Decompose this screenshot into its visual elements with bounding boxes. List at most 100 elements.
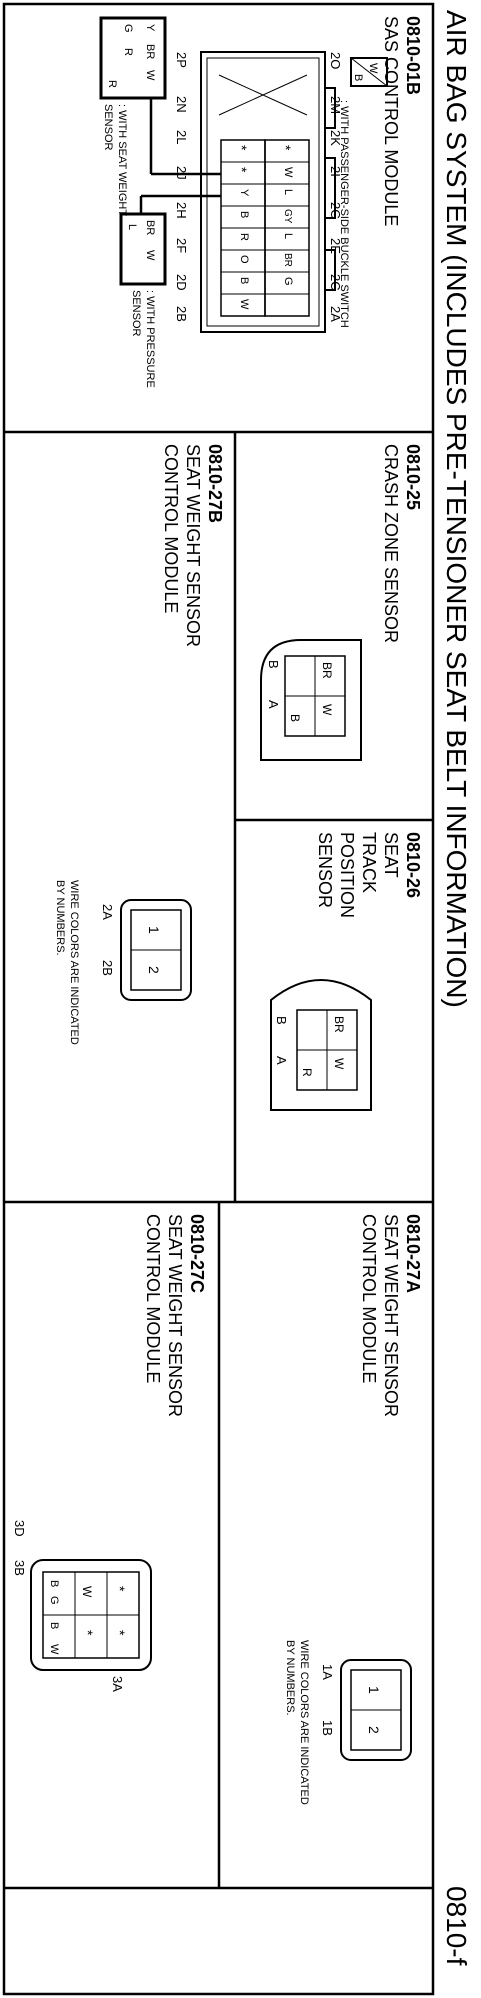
sas-cell-13: B xyxy=(238,277,250,284)
sas-cell-0: * xyxy=(278,145,294,151)
svg-text:B: B xyxy=(266,660,281,669)
svg-text:W: W xyxy=(332,1058,346,1070)
svg-text:1B: 1B xyxy=(320,1720,335,1736)
sas-cell-3: GY xyxy=(282,209,293,224)
crash-code: 0810-25 xyxy=(403,444,423,510)
sas-code: 0810-01B xyxy=(403,16,423,95)
sas-cell-12: O xyxy=(238,255,250,264)
swsc-b-code: 0810-27B xyxy=(205,444,225,523)
sas-cell-grid xyxy=(220,139,310,317)
svg-text:3A: 3A xyxy=(110,1676,125,1692)
swsc-a-code: 0810-27A xyxy=(403,1214,423,1293)
svg-text:*: * xyxy=(112,1586,128,1592)
page-code: 0810-f xyxy=(441,1886,472,1966)
svg-text:1: 1 xyxy=(366,1686,382,1694)
svg-text:G: G xyxy=(122,24,134,33)
svg-text:W: W xyxy=(144,250,156,261)
note-seat-weight-2: SENSOR xyxy=(102,104,114,151)
sas-connector-section: 0810-01B SAS CONTROL MODULE W B : WITH P… xyxy=(99,16,423,388)
svg-text:2M: 2M xyxy=(328,96,343,114)
svg-text:2C: 2C xyxy=(328,274,343,291)
swsc-a-section: 0810-27A SEAT WEIGHT SENSOR CONTROL MODU… xyxy=(284,1214,423,1805)
sas-cell-8: * xyxy=(234,167,250,173)
seat-track-section: 0810-26 SEAT TRACK POSITION SENSOR BR W … xyxy=(270,832,423,1111)
svg-text:1A: 1A xyxy=(320,1664,335,1680)
svg-text:2K: 2K xyxy=(328,130,343,146)
swsc-c-connector-body xyxy=(30,1559,152,1671)
swsc-a-name-1: SEAT WEIGHT SENSOR xyxy=(381,1214,401,1417)
sas-top-pin-labels: 2O 2M 2K 2I 2G 2E 2C 2A xyxy=(328,52,343,322)
svg-text:SEAT: SEAT xyxy=(381,832,401,878)
svg-text:2: 2 xyxy=(146,966,162,974)
svg-text:2N: 2N xyxy=(174,96,189,113)
svg-text:2: 2 xyxy=(366,1726,382,1734)
svg-text:3D: 3D xyxy=(12,1520,27,1537)
swsc-a-name-2: CONTROL MODULE xyxy=(359,1214,379,1383)
swsc-c-name-1: SEAT WEIGHT SENSOR xyxy=(165,1214,185,1417)
svg-text:2A: 2A xyxy=(100,904,115,920)
legend-seat-weight-box xyxy=(99,16,167,100)
swsc-b-name-2: CONTROL MODULE xyxy=(161,444,181,613)
svg-text:2G: 2G xyxy=(328,202,343,219)
svg-text:2A: 2A xyxy=(328,306,343,322)
svg-text:*: * xyxy=(80,1630,96,1636)
svg-text:R: R xyxy=(122,48,134,56)
sas-cell-10: B xyxy=(238,211,250,218)
svg-text:SENSOR: SENSOR xyxy=(315,832,335,908)
svg-text:W: W xyxy=(144,70,156,81)
svg-text:2F: 2F xyxy=(174,238,189,253)
svg-text:2O: 2O xyxy=(328,52,343,69)
svg-text:2B: 2B xyxy=(100,960,115,976)
swsc-b-connector-body xyxy=(120,899,192,1001)
crash-connector-body xyxy=(260,639,362,761)
swsc-c-section: 0810-27C SEAT WEIGHT SENSOR CONTROL MODU… xyxy=(12,1214,207,1692)
sas-cell-2: L xyxy=(282,189,294,195)
swsc-c-name-2: CONTROL MODULE xyxy=(143,1214,163,1383)
sas-cell-9: Y xyxy=(238,189,250,197)
legend-passenger-box xyxy=(350,57,388,87)
svg-text:W: W xyxy=(320,704,334,716)
svg-text:*: * xyxy=(112,1630,128,1636)
svg-text:R: R xyxy=(300,1068,314,1077)
legend-passenger-w: W xyxy=(367,63,379,74)
svg-text:W: W xyxy=(80,1586,94,1598)
sas-cell-7: * xyxy=(234,145,250,151)
sas-cell-4: L xyxy=(282,233,294,239)
legend-passenger-b: B xyxy=(352,74,364,81)
svg-text:BR: BR xyxy=(144,220,156,235)
sas-cell-1: W xyxy=(282,167,294,178)
svg-text:2P: 2P xyxy=(174,52,189,68)
svg-text:BR: BR xyxy=(332,1016,346,1033)
svg-text:2H: 2H xyxy=(174,202,189,219)
svg-text:L: L xyxy=(126,224,138,230)
svg-text:2I: 2I xyxy=(328,166,343,177)
sas-connector-body xyxy=(200,51,326,333)
swsc-c-code: 0810-27C xyxy=(187,1214,207,1293)
sas-cell-14: W xyxy=(238,299,250,310)
note-passenger: : WITH PASSENGER-SIDE BUCKLE SWITCH xyxy=(338,100,350,328)
seat-track-connector-body xyxy=(270,979,372,1111)
sas-name: SAS CONTROL MODULE xyxy=(381,16,401,226)
svg-text:2D: 2D xyxy=(174,274,189,291)
svg-text:B: B xyxy=(288,714,302,722)
swsc-b-name-1: SEAT WEIGHT SENSOR xyxy=(183,444,203,647)
svg-text:Y: Y xyxy=(144,24,156,32)
note-seat-weight-1: : WITH SEAT WEIGHT xyxy=(116,104,128,216)
swsc-b-section: 0810-27B SEAT WEIGHT SENSOR CONTROL MODU… xyxy=(54,444,225,1045)
swsc-a-note-2: BY NUMBERS. xyxy=(284,1640,296,1716)
swsc-b-note-2: BY NUMBERS. xyxy=(54,880,66,956)
swsc-b-note-1: WIRE COLORS ARE INDICATED xyxy=(68,880,80,1045)
note-pressure-2: SENSOR xyxy=(130,290,142,337)
svg-text:R: R xyxy=(106,80,118,88)
svg-text:B: B xyxy=(48,1580,60,1587)
svg-text:G: G xyxy=(48,1596,60,1605)
swsc-a-note-1: WIRE COLORS ARE INDICATED xyxy=(298,1640,310,1805)
page-title: AIR BAG SYSTEM (INCLUDES PRE-TENSIONER S… xyxy=(441,10,472,1008)
svg-text:1: 1 xyxy=(146,926,162,934)
swsc-a-connector-body xyxy=(340,1659,412,1761)
note-pressure-1: : WITH PRESSURE xyxy=(144,290,156,388)
svg-text:B: B xyxy=(48,1622,60,1629)
